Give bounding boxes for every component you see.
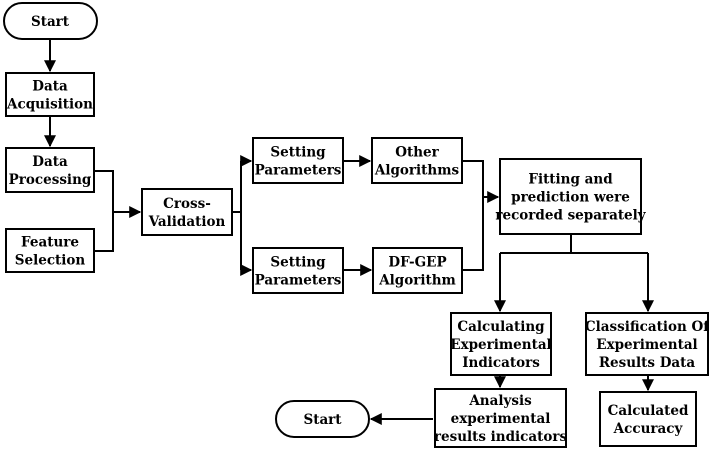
node-fitting-prediction-label: Fitting and prediction were recorded separ… — [495, 172, 646, 224]
node-dfgep-algorithm-label-line-2: Algorithm — [378, 273, 456, 289]
node-start-bottom: Start — [275, 400, 370, 438]
node-dfgep-algorithm-label-line-1: DF-GEP — [388, 255, 446, 271]
node-fitting-prediction-label-line-1: Fitting and — [528, 172, 613, 188]
edge-other-to-merge — [462, 160, 484, 197]
node-calculating-indicators-label-line-2: Experimental — [450, 337, 551, 353]
connectors — [44, 39, 654, 425]
node-start-top: Start — [3, 2, 98, 40]
node-feature-selection-label-line-2: Selection — [15, 253, 86, 269]
node-cross-validation-label-line-2: Validation — [148, 214, 226, 230]
node-cross-validation-label-line-1: Cross- — [163, 196, 211, 212]
node-cross-validation: Cross- Validation — [141, 188, 233, 236]
node-fitting-prediction-label-line-3: recorded separately — [495, 208, 646, 224]
node-analysis-label-line-3: results indicators — [434, 429, 568, 445]
node-setting-parameters-top-label-line-2: Parameters — [255, 163, 342, 179]
node-analysis-label: Analysis experimental results indicators — [434, 393, 568, 445]
node-data-processing-label-line-1: Data — [32, 154, 68, 170]
node-dfgep-algorithm-label: DF-GEP Algorithm — [378, 255, 456, 289]
edge-dfgep-to-merge — [462, 197, 484, 271]
node-analysis-label-line-2: experimental — [451, 411, 551, 427]
node-setting-parameters-bottom-label-line-1: Setting — [270, 255, 326, 271]
node-calculated-accuracy-label-line-2: Accuracy — [613, 421, 684, 437]
node-feature-selection-label-line-1: Feature — [21, 235, 79, 251]
node-fitting-prediction: Fitting and prediction were recorded separ… — [495, 158, 647, 235]
node-setting-parameters-bottom-label-line-2: Parameters — [255, 273, 342, 289]
edge-processing-to-merge — [94, 170, 114, 212]
node-classification-label-line-3: Results Data — [599, 355, 696, 371]
node-data-acquisition-label-line-2: Acquisition — [6, 97, 93, 113]
node-start-top-label: Start — [31, 14, 70, 30]
node-dfgep-algorithm: DF-GEP Algorithm — [372, 247, 463, 294]
node-classification-label-line-2: Experimental — [596, 337, 697, 353]
node-other-algorithms-label-line-1: Other — [395, 145, 439, 161]
node-setting-parameters-top-label-line-1: Setting — [270, 145, 326, 161]
node-analysis-label-line-1: Analysis — [468, 393, 532, 409]
node-calculating-indicators-label-line-1: Calculating — [457, 319, 545, 335]
node-start-bottom-label-line-1: Start — [303, 412, 342, 428]
node-cross-validation-label: Cross- Validation — [148, 196, 226, 230]
node-fitting-prediction-label-line-2: prediction were — [511, 190, 630, 206]
node-calculated-accuracy-label-line-1: Calculated — [608, 403, 689, 419]
node-analysis: Analysis experimental results indicators — [434, 388, 568, 448]
node-calculating-indicators-label-line-3: Indicators — [462, 355, 540, 371]
node-data-acquisition-label-line-1: Data — [32, 79, 68, 95]
node-other-algorithms-label-line-2: Algorithms — [374, 163, 460, 179]
edge-feature-to-merge — [94, 212, 114, 252]
node-classification-label-line-1: Classification Of — [585, 319, 709, 335]
node-start-bottom-label: Start — [303, 412, 342, 428]
node-start-top-label-line-1: Start — [31, 14, 70, 30]
node-data-processing-label-line-2: Processing — [9, 172, 92, 188]
